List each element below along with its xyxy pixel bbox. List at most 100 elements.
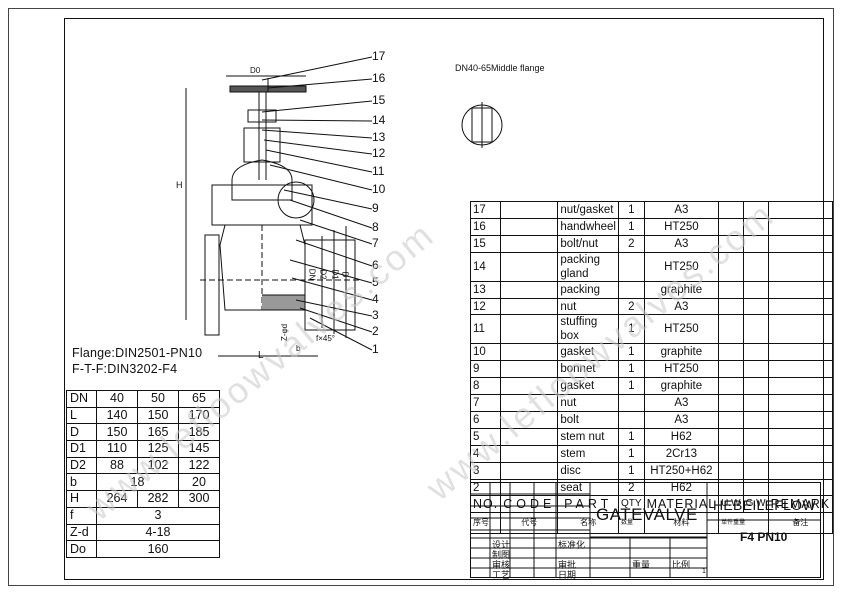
tb-check: 审核	[492, 560, 511, 570]
title-block-grid	[470, 482, 821, 578]
outer-frame	[8, 8, 834, 586]
header-material: MATERIAL	[643, 495, 720, 514]
part-remark	[767, 444, 834, 463]
part-qty	[618, 251, 645, 282]
dim-label-l: L	[258, 350, 264, 361]
part-number: 15	[469, 234, 502, 253]
dimension-key: L	[66, 406, 97, 425]
callout-3: 3	[372, 308, 379, 322]
part-name: gasket	[557, 343, 619, 362]
part-number: 10	[469, 343, 502, 362]
part-qty: 1	[618, 377, 645, 396]
callout-9: 9	[372, 201, 379, 215]
part-unit-weight	[718, 461, 744, 480]
part-remark	[767, 251, 834, 282]
tb-design: 设计	[492, 540, 511, 550]
part-material: HT250+H62	[643, 461, 720, 480]
callout-2: 2	[372, 324, 379, 338]
part-unit-weight	[718, 360, 744, 379]
part-name: bolt	[557, 411, 619, 429]
company-name: HEBEILEFLOW	[713, 497, 816, 513]
dimension-value: 185	[178, 423, 220, 442]
part-material: HT250	[643, 217, 720, 236]
dim-label-b: b	[296, 344, 301, 353]
part-material: graphite	[643, 343, 720, 362]
part-remark	[767, 234, 834, 253]
dimension-key: D1	[66, 440, 97, 458]
part-material: A3	[643, 394, 720, 413]
dim-label-d0: D0	[250, 66, 261, 75]
part-gross-weight	[742, 251, 769, 282]
part-gross-weight	[742, 444, 769, 463]
part-unit-weight	[718, 343, 744, 362]
part-qty: 1	[618, 217, 645, 236]
header-part: PART	[557, 495, 619, 514]
part-remark	[767, 343, 834, 362]
part-number: 17	[469, 201, 502, 219]
dim-label-d2: D2	[318, 269, 328, 280]
part-number: 8	[469, 377, 502, 396]
part-name: stem	[557, 444, 619, 463]
flange-standard: Flange:DIN2501-PN10	[72, 346, 203, 360]
part-code	[500, 280, 559, 299]
part-remark	[767, 280, 834, 299]
callout-6: 6	[372, 258, 379, 272]
part-material: HT250	[643, 360, 720, 379]
dimension-value: 170	[178, 406, 220, 425]
part-name: stem nut	[557, 427, 619, 446]
dimension-key: Do	[66, 540, 97, 558]
part-unit-weight	[718, 411, 744, 429]
callout-17: 17	[372, 49, 386, 63]
tb-sheet: 1	[702, 568, 706, 575]
part-unit-weight	[718, 377, 744, 396]
part-code	[500, 297, 559, 316]
part-number: 9	[469, 360, 502, 379]
callout-7: 7	[372, 236, 379, 250]
face-to-face-standard: F-T-F:DIN3202-F4	[72, 362, 178, 376]
tb-weight: 重量	[632, 560, 651, 570]
header-code: CODE	[500, 495, 559, 514]
part-remark	[767, 201, 834, 219]
part-qty: 1	[618, 461, 645, 480]
part-gross-weight	[742, 360, 769, 379]
header-uw: U.W	[718, 495, 744, 514]
part-gross-weight	[742, 427, 769, 446]
dimension-value: 50	[137, 390, 179, 408]
part-code	[500, 201, 559, 219]
part-code	[500, 343, 559, 362]
callout-14: 14	[372, 113, 386, 127]
part-qty	[618, 394, 645, 413]
part-name: handwheel	[557, 217, 619, 236]
callout-12: 12	[372, 146, 386, 160]
header-cn-material: 材料	[643, 512, 720, 535]
parts-header-row: NO. CODE PART QTY MATERIAL U.W G.W REMAR…	[469, 495, 834, 514]
part-number: 11	[469, 314, 502, 345]
dimension-value: 165	[137, 423, 179, 442]
tb-date: 日期	[558, 570, 577, 580]
middle-flange-note: DN40-65Middle flange	[455, 63, 545, 73]
part-code	[500, 217, 559, 236]
part-material: A3	[643, 234, 720, 253]
part-material: 2Cr13	[643, 444, 720, 463]
part-remark	[767, 427, 834, 446]
part-qty: 1	[618, 444, 645, 463]
part-qty: 1	[618, 360, 645, 379]
part-gross-weight	[742, 377, 769, 396]
callout-16: 16	[372, 71, 386, 85]
callout-8: 8	[372, 220, 379, 234]
drawing-title: GATEVALVE	[596, 505, 698, 524]
